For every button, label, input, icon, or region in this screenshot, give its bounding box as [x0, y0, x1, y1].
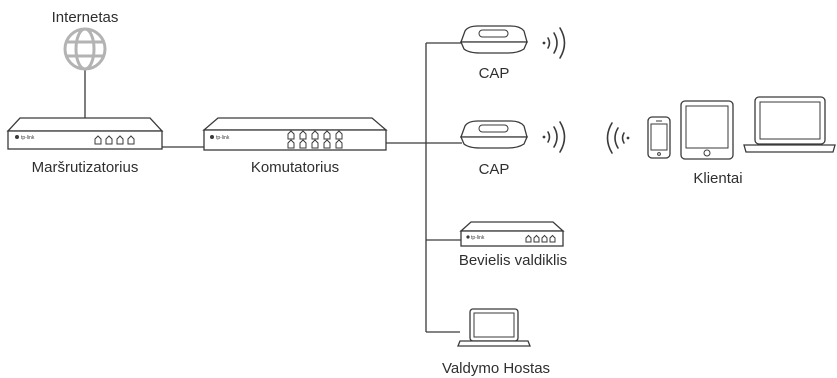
wifi-signal-icon — [542, 121, 566, 153]
router-ports — [94, 135, 135, 145]
controller-brand-logo: tp-link — [471, 235, 485, 241]
router-brand-logo: tp-link — [21, 135, 35, 141]
smartphone-icon — [647, 116, 671, 159]
internet-label: Internetas — [52, 9, 119, 26]
connection-lines — [84, 42, 462, 333]
tablet-icon — [680, 100, 734, 160]
globe-icon — [63, 27, 107, 71]
clients-label: Klientai — [693, 170, 742, 187]
access-point-icon — [460, 25, 528, 54]
host-label: Valdymo Hostas — [442, 360, 550, 377]
wifi-signal-icon — [606, 122, 630, 154]
router-icon — [6, 117, 164, 150]
switch-ports — [287, 130, 343, 149]
cap-mid-label: CAP — [479, 161, 510, 178]
access-point-icon — [460, 120, 528, 149]
router-label: Maršrutizatorius — [32, 159, 139, 176]
switch-label: Komutatorius — [251, 159, 339, 176]
switch-icon — [202, 117, 388, 151]
wifi-signal-icon — [542, 27, 566, 59]
controller-label: Bevielis valdiklis — [459, 252, 567, 269]
laptop-icon — [457, 308, 531, 347]
cap-top-label: CAP — [479, 65, 510, 82]
laptop-icon — [743, 96, 836, 153]
controller-icon — [459, 221, 565, 247]
switch-brand-logo: tp-link — [216, 135, 230, 141]
